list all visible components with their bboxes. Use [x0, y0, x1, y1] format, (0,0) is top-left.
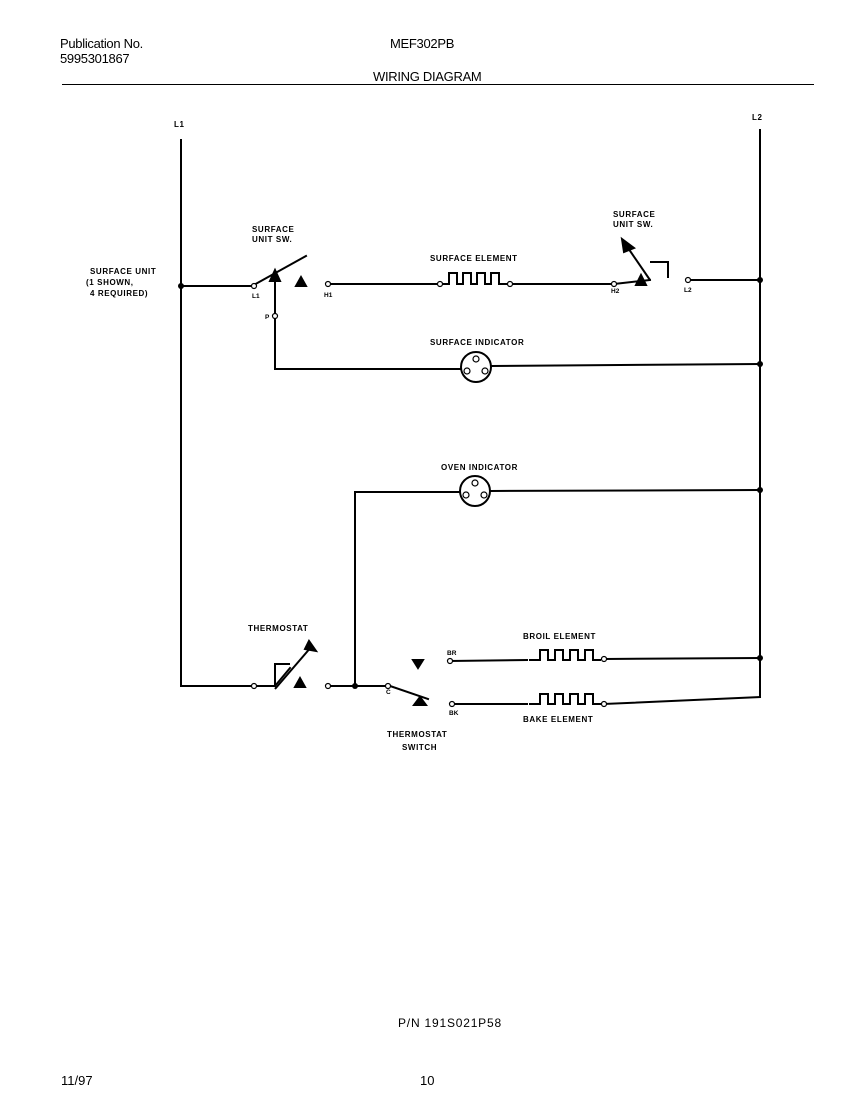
terminal-label-c: C: [386, 689, 391, 696]
h2-contact-triangle: [634, 272, 648, 286]
label-surface-switch-right-1: SURFACE: [613, 210, 655, 219]
label-surface-unit: SURFACE UNIT: [90, 267, 156, 276]
terminal-p: [271, 312, 279, 320]
junction-l2-oven-indicator: [757, 487, 763, 493]
label-surface-switch-right-2: UNIT SW.: [613, 220, 653, 229]
thermostat-switch-bk-triangle: [412, 695, 428, 706]
thermostat-switch-blade: [388, 684, 430, 701]
terminal-bake-right: [600, 700, 608, 708]
surface-indicator-lamp: [460, 351, 492, 383]
thermostat-switch-br-triangle: [411, 659, 425, 670]
terminal-l2: [684, 276, 692, 284]
label-thermostat-switch-1: THERMOSTAT: [387, 730, 447, 739]
h1-contact-triangle: [294, 274, 308, 287]
publication-label: Publication No.: [60, 36, 143, 51]
surface-switch-right-bracket: [650, 261, 669, 278]
publication-number: 5995301867: [60, 51, 130, 66]
label-broil-element: BROIL ELEMENT: [523, 632, 596, 641]
thermostat-bracket: [274, 663, 290, 686]
label-l1-rail: L1: [174, 120, 185, 129]
terminal-c: [384, 682, 392, 690]
terminal-broil-right: [600, 655, 608, 663]
label-oven-indicator: OVEN INDICATOR: [441, 463, 518, 472]
terminal-thermo-in: [250, 682, 258, 690]
surface-switch-right-arrow: [620, 236, 637, 254]
wire-surface-indicator-l2: [490, 362, 762, 368]
thermostat-arrow: [303, 639, 319, 653]
label-surface-switch-left-1: SURFACE: [252, 225, 294, 234]
thermostat-knob: [274, 645, 313, 690]
terminal-br: [446, 657, 454, 665]
terminal-label-h1: H1: [324, 292, 333, 299]
wire-br: [448, 658, 529, 663]
page-number: 10: [420, 1073, 435, 1088]
terminal-label-l2: L2: [684, 287, 692, 294]
terminal-bk: [448, 700, 456, 708]
wire-broil-l2: [602, 656, 762, 661]
bake-element-coil: [529, 693, 601, 705]
surface-switch-right-knob: [625, 244, 651, 281]
part-number: P/N 191S021P58: [398, 1016, 502, 1030]
footer-date: 11/97: [61, 1073, 93, 1088]
model-number: MEF302PB: [390, 36, 455, 51]
terminal-l1: [250, 282, 258, 290]
page-title: WIRING DIAGRAM: [373, 69, 482, 84]
junction-l1-surface: [178, 283, 184, 289]
terminal-label-bk: BK: [449, 710, 459, 717]
surface-switch-arrow: [268, 267, 282, 282]
junction-l2-surface-indicator: [757, 361, 763, 367]
wire-bake-l2: [602, 695, 762, 706]
terminal-h1: [324, 280, 332, 288]
terminal-label-l1: L1: [252, 293, 260, 300]
label-bake-element: BAKE ELEMENT: [523, 715, 593, 724]
terminal-label-h2: H2: [611, 288, 620, 295]
label-surface-unit-required: 4 REQUIRED): [90, 289, 148, 298]
oven-indicator-lamp: [459, 475, 491, 507]
terminal-label-p: P: [265, 314, 270, 321]
thermostat-blade: [273, 666, 292, 688]
terminal-element-left: [436, 280, 444, 288]
label-surface-unit-shown: (1 SHOWN,: [86, 278, 134, 287]
label-surface-element: SURFACE ELEMENT: [430, 254, 518, 263]
terminal-h2: [610, 280, 618, 288]
label-surface-switch-left-2: UNIT SW.: [252, 235, 292, 244]
surface-switch-left-blade: [250, 254, 308, 288]
terminal-thermo-out: [324, 682, 332, 690]
junction-thermostat-out: [352, 683, 358, 689]
label-thermostat: THERMOSTAT: [248, 624, 308, 633]
surface-element-coil: [441, 272, 508, 285]
label-thermostat-switch-2: SWITCH: [402, 743, 437, 752]
terminal-element-right: [506, 280, 514, 288]
broil-element-coil: [529, 649, 601, 661]
wire-oven-indicator-l2: [489, 488, 762, 493]
junction-l2-surface: [757, 277, 763, 283]
label-surface-indicator: SURFACE INDICATOR: [430, 338, 524, 347]
thermostat-contact-triangle: [293, 675, 307, 688]
header-rule: [62, 84, 814, 85]
terminal-label-br: BR: [447, 650, 457, 657]
junction-l2-broil: [757, 655, 763, 661]
label-l2-rail: L2: [752, 113, 763, 122]
